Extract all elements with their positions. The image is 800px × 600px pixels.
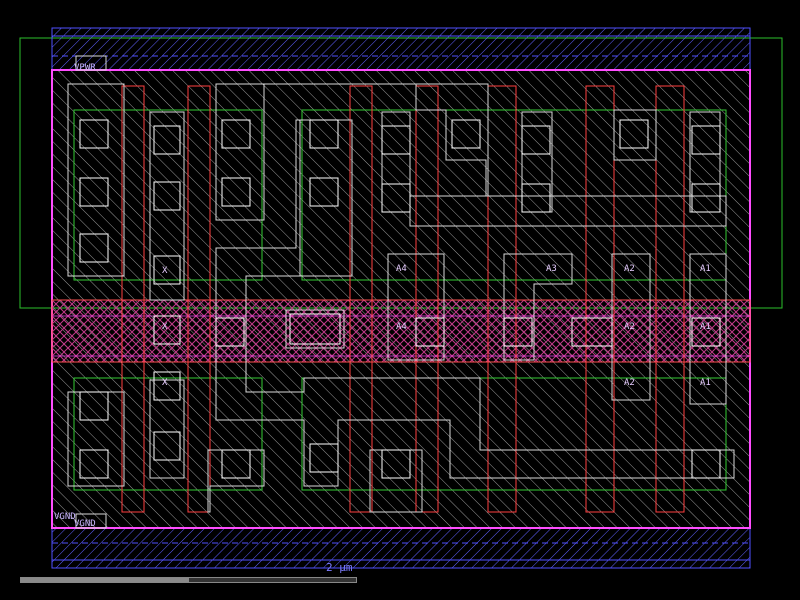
- pin-label-a3: A3: [546, 264, 557, 274]
- substrate-label-bottom: VGND: [54, 512, 76, 522]
- pin-label-x-top: X: [162, 266, 167, 276]
- pin-label-a4: A4: [396, 264, 407, 274]
- rail-label-bottom: VGND: [74, 519, 96, 529]
- pin-label-a2: A2: [624, 264, 635, 274]
- pin-label-a2-low: A2: [624, 378, 635, 388]
- pin-label-x-low: X: [162, 378, 167, 388]
- pin-label-a4-mid: A4: [396, 322, 407, 332]
- pin-label-a1: A1: [700, 264, 711, 274]
- pin-label-x-mid: X: [162, 322, 167, 332]
- pin-label-a1-mid: A1: [700, 322, 711, 332]
- pin-label-a2-mid: A2: [624, 322, 635, 332]
- cell-boundary: [52, 70, 750, 528]
- pin-label-a1-low: A1: [700, 378, 711, 388]
- scale-bar: [20, 577, 357, 583]
- scale-bar-fill: [21, 578, 189, 582]
- scale-label: 2 µm: [326, 561, 353, 574]
- met1-top-rail: [52, 28, 750, 70]
- met1-bottom-rail: [52, 528, 750, 568]
- rail-label-top: VPWR: [74, 63, 96, 73]
